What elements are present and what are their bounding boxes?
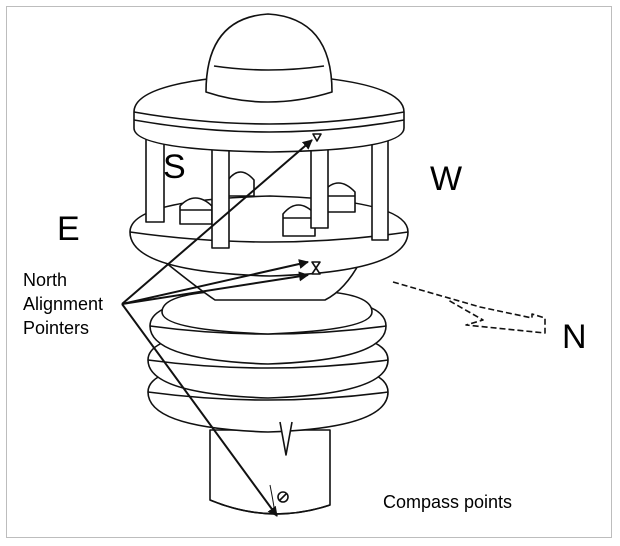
north-direction-arrow [392, 281, 546, 334]
transducers [179, 171, 356, 237]
callout-line-2: Alignment [23, 294, 104, 314]
callout-arrows [121, 139, 313, 517]
direction-label-north: N [562, 318, 587, 356]
direction-label-south: S [163, 148, 186, 186]
callout-line-3: Pointers [23, 318, 90, 338]
top-dome [205, 13, 333, 103]
callout-line-1: North [23, 270, 68, 290]
lower-cylinder-housing [209, 429, 331, 516]
middle-disk [129, 195, 409, 277]
direction-label-west: W [430, 160, 463, 198]
caption: Compass points [383, 492, 513, 512]
direction-label-east: E [57, 210, 80, 248]
upper-disk [133, 73, 405, 153]
radiation-shield [147, 291, 389, 456]
figure-frame [6, 6, 612, 538]
callout-label: North Alignment Pointers [23, 268, 103, 340]
shield-drip-tab [279, 421, 293, 456]
upper-north-pointer [312, 133, 322, 142]
middle-north-pointer-lower [311, 267, 321, 275]
middle-north-pointer-upper [311, 261, 321, 269]
